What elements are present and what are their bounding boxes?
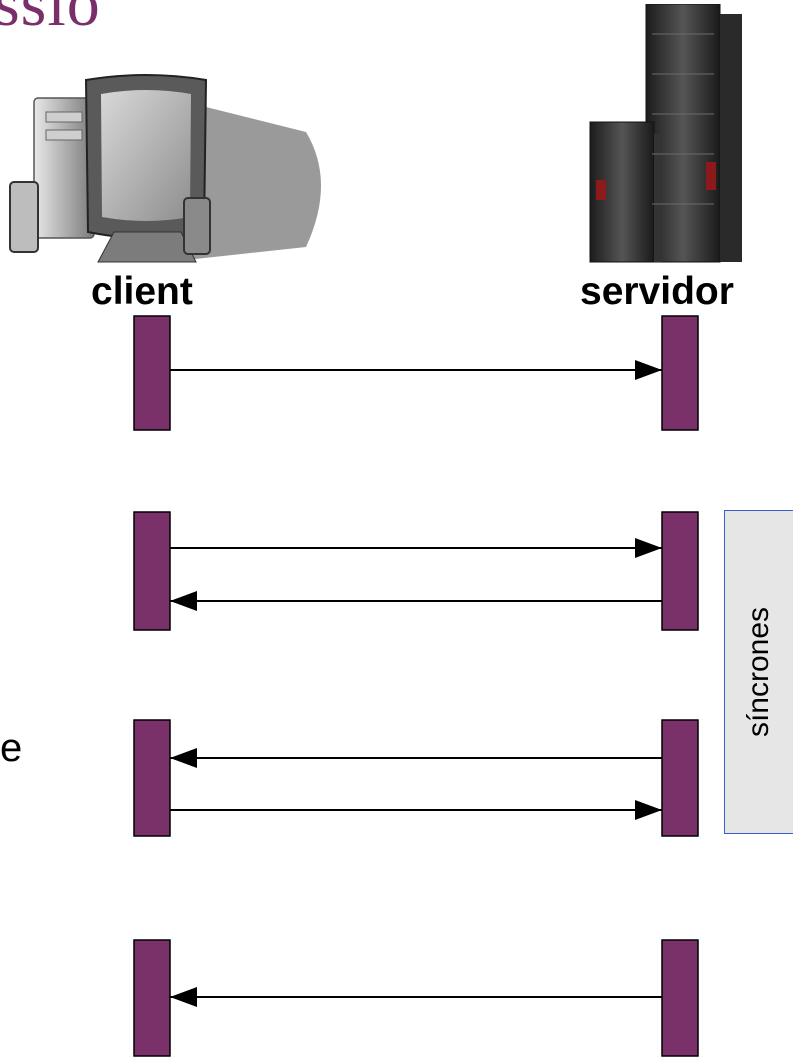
arrowhead-left-icon [170,987,197,1007]
client-activation-bar [133,315,171,431]
server-activation-bar [661,939,699,1057]
desktop-computer-icon [9,74,321,263]
slide-title-fragment: ssió [0,0,101,40]
server-activation-bar [661,511,699,631]
client-activation-bar [133,939,171,1057]
server-tower-icon [589,4,742,263]
sync-group-bracket: síncrones [724,510,793,834]
client-activation-bar [133,511,171,631]
server-label: servidor [580,270,734,313]
arrowhead-right-icon [635,360,662,380]
arrowhead-right-icon [635,538,662,558]
server-activation-bar [661,719,699,837]
client-label: client [91,270,193,313]
sync-label: síncrones [742,606,775,738]
arrowhead-left-icon [170,748,197,768]
arrowhead-right-icon [635,800,662,820]
arrowhead-left-icon [170,591,197,611]
slide-side-text-fragment: e [0,728,23,768]
client-activation-bar [133,719,171,837]
server-activation-bar [661,315,699,431]
